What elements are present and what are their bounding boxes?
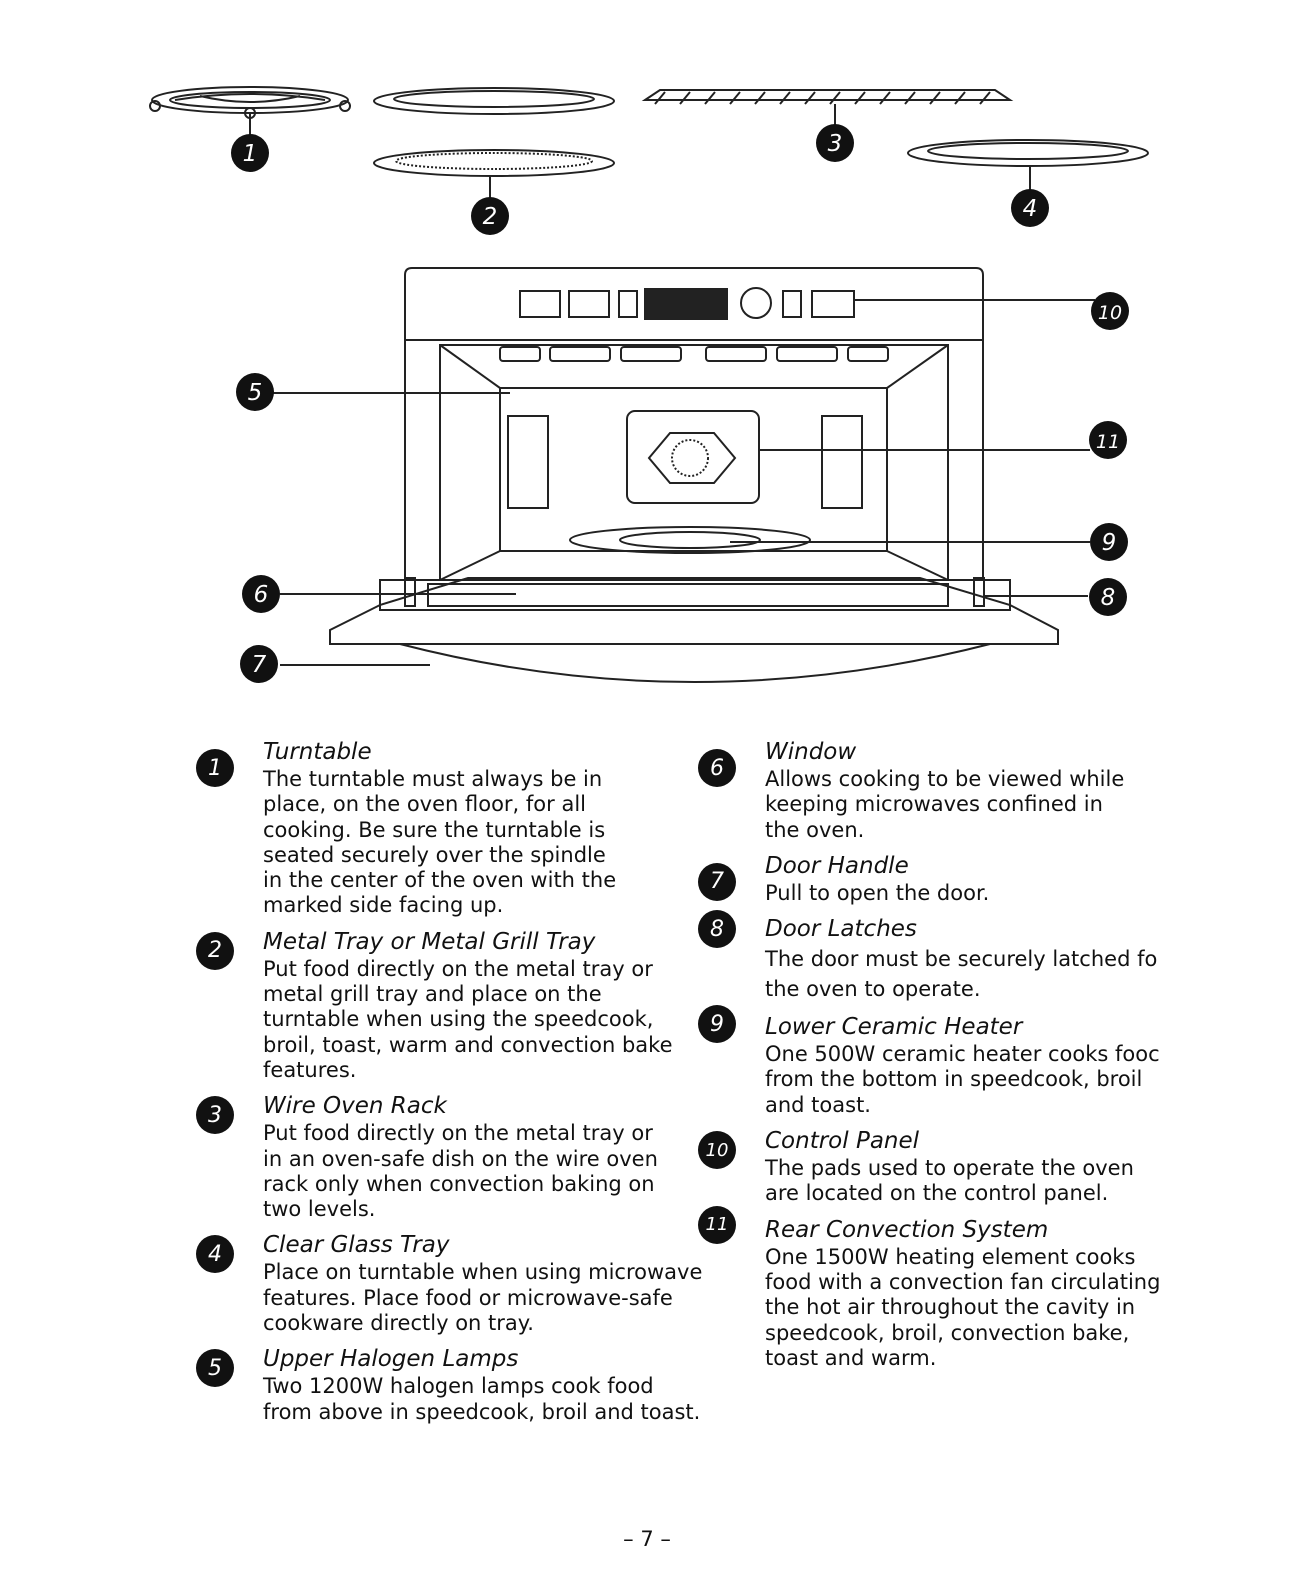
glass-tray-illustration xyxy=(907,139,1149,190)
legend-item-door-latches: 8 Door Latches The door must be securely… xyxy=(698,910,1158,1004)
legend-right-column: 6 Window Allows cooking to be viewed whi… xyxy=(698,738,1161,1371)
legend-item-turntable: 1 Turntable The turntable must always be… xyxy=(196,738,676,919)
legend-item-window: 6 Window Allows cooking to be viewed whi… xyxy=(698,738,1148,843)
legend-body: The pads used to operate the oven are lo… xyxy=(765,1156,1134,1206)
turntable-illustration xyxy=(149,86,351,135)
legend-body: The door must be securely latched fo the… xyxy=(765,947,1158,1002)
svg-text:8: 8 xyxy=(1101,585,1116,611)
svg-text:5: 5 xyxy=(248,380,263,406)
legend-number: 4 xyxy=(196,1235,234,1274)
legend-item-metal-tray: 2 Metal Tray or Metal Grill Tray Put foo… xyxy=(196,928,676,1083)
callout-5: 5 xyxy=(236,373,274,411)
svg-text:2: 2 xyxy=(483,204,498,230)
callout-6: 6 xyxy=(242,575,280,613)
legend-title: Door Handle xyxy=(765,852,909,879)
legend-number: 10 xyxy=(698,1131,736,1170)
legend-title: Turntable xyxy=(263,739,372,765)
wire-rack-illustration xyxy=(641,89,1014,125)
legend-number: 7 xyxy=(698,862,736,901)
legend-number: 9 xyxy=(698,1005,736,1044)
legend-body: Place on turntable when using microwave … xyxy=(263,1260,703,1336)
legend-body: The turntable must always be in place, o… xyxy=(263,767,617,918)
legend-item-glass-tray: 4 Clear Glass Tray Place on turntable wh… xyxy=(196,1231,703,1336)
legend-title: Clear Glass Tray xyxy=(263,1232,450,1259)
svg-text:6: 6 xyxy=(254,582,269,608)
svg-text:3: 3 xyxy=(828,131,843,157)
callout-2: 2 xyxy=(471,197,509,235)
oven-illustration xyxy=(329,267,1059,683)
callout-10: 10 xyxy=(1091,292,1129,330)
legend-number: 2 xyxy=(196,931,234,970)
legend-title: Upper Halogen Lamps xyxy=(263,1346,519,1373)
svg-text:4: 4 xyxy=(1023,196,1038,222)
legend-number: 3 xyxy=(196,1096,234,1135)
legend-left-column: 1 Turntable The turntable must always be… xyxy=(196,738,703,1425)
legend-number: 11 xyxy=(698,1205,736,1244)
legend-body: Put food directly on the metal tray or i… xyxy=(263,1121,658,1222)
legend-body: Allows cooking to be viewed while keepin… xyxy=(765,767,1125,842)
legend-title: Door Latches xyxy=(765,916,917,943)
legend-number: 5 xyxy=(196,1349,234,1388)
callout-7: 7 xyxy=(240,645,278,683)
legend-title: Control Panel xyxy=(765,1128,920,1155)
legend-body: Two 1200W halogen lamps cook food from a… xyxy=(263,1374,701,1424)
legend-body: One 1500W heating element cooks food wit… xyxy=(765,1244,1161,1370)
legend-body: Pull to open the door. xyxy=(765,880,990,905)
metal-tray-illustration xyxy=(373,87,615,198)
legend-number: 1 xyxy=(196,749,234,787)
legend-item-wire-rack: 3 Wire Oven Rack Put food directly on th… xyxy=(196,1092,676,1222)
callout-9: 9 xyxy=(1090,523,1128,561)
legend-body: Put food directly on the metal tray or m… xyxy=(263,956,673,1082)
legend-number: 6 xyxy=(698,749,736,787)
callout-11: 11 xyxy=(1089,421,1127,459)
callout-8: 8 xyxy=(1089,578,1127,616)
legend-item-ceramic-heater: 9 Lower Ceramic Heater One 500W ceramic … xyxy=(698,1005,1160,1118)
callout-1: 1 xyxy=(231,134,269,172)
legend-body: One 500W ceramic heater cooks fooc from … xyxy=(765,1042,1160,1117)
oven-parts-diagram: 1 2 3 4 5 6 7 8 9 10 11 xyxy=(149,86,1149,683)
callout-4: 4 xyxy=(1011,189,1049,227)
legend-title: Window xyxy=(765,739,857,765)
callout-3: 3 xyxy=(816,124,854,162)
legend-number: 8 xyxy=(698,910,736,949)
svg-text:9: 9 xyxy=(1102,530,1117,556)
legend-title: Lower Ceramic Heater xyxy=(765,1014,1023,1041)
legend-item-control-panel: 10 Control Panel The pads used to operat… xyxy=(698,1127,1148,1207)
legend-title: Metal Tray or Metal Grill Tray xyxy=(263,928,596,955)
svg-text:1: 1 xyxy=(243,141,258,167)
legend-item-halogen-lamps: 5 Upper Halogen Lamps Two 1200W halogen … xyxy=(196,1345,701,1425)
page-number: – 7 – xyxy=(623,1527,671,1551)
svg-text:11: 11 xyxy=(1096,431,1120,453)
legend-title: Rear Convection System xyxy=(765,1216,1049,1243)
legend-item-door-handle: 7 Door Handle Pull to open the door. xyxy=(698,852,1148,906)
leader-lines xyxy=(270,299,1095,666)
legend-title: Wire Oven Rack xyxy=(263,1093,447,1120)
legend-item-convection-system: 11 Rear Convection System One 1500W heat… xyxy=(698,1205,1161,1371)
svg-text:10: 10 xyxy=(1098,302,1122,324)
svg-text:7: 7 xyxy=(252,652,267,678)
